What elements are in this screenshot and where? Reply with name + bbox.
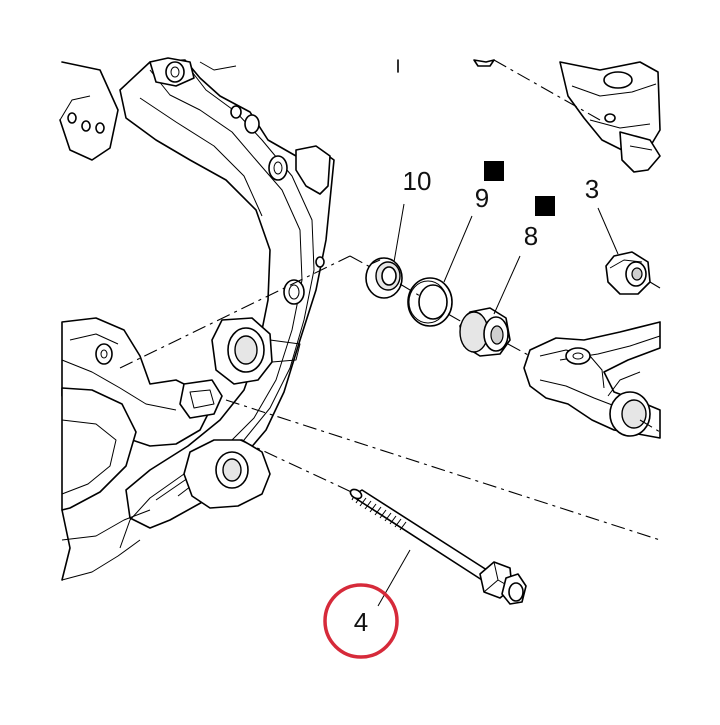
callout-4-highlight: 4: [323, 583, 399, 659]
washer-part-9: [407, 277, 453, 327]
subframe: [59, 57, 351, 581]
square-marker-9: [484, 161, 504, 181]
nut-part-3: [605, 251, 651, 295]
callout-3: 3: [585, 174, 599, 204]
callout-10: 10: [403, 166, 432, 196]
control-arm: [523, 321, 661, 439]
highlight-circle: [323, 583, 399, 659]
knuckle-fragment: [397, 59, 661, 173]
washer-part-10: [365, 257, 403, 299]
alignment-axis: [399, 283, 421, 297]
bushing-part-8: [459, 307, 511, 357]
callout-9: 9: [475, 183, 489, 213]
callout-4: 4: [354, 607, 368, 637]
callout-8: 8: [524, 221, 538, 251]
bolt-part-4: [349, 488, 527, 605]
square-marker-8: [535, 196, 555, 216]
callout-leaders: [377, 203, 619, 607]
